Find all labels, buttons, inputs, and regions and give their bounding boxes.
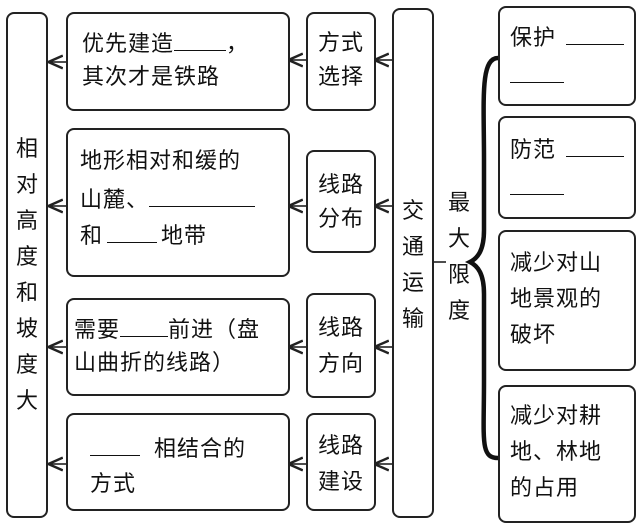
content-box-3: 需要前进（盘 山曲折的线路） (66, 298, 290, 396)
label-box-construction: 线路 建设 (306, 413, 376, 511)
label-box-method: 方式 选择 (306, 12, 376, 111)
label-construction-line-1: 线路 (318, 434, 365, 459)
left-title-box: 相对高度和坡度大 (6, 12, 48, 518)
label-box-distribution: 线路 分布 (306, 150, 376, 253)
content-1-line-1: 优先建造， (82, 26, 249, 63)
label-method-line-2: 选择 (318, 65, 365, 90)
blank (90, 431, 140, 456)
right-1-line-2 (510, 58, 564, 95)
blank (149, 182, 256, 207)
left-title: 相对高度和坡度大 (15, 137, 38, 414)
content-2-line-2: 山麓、 (80, 182, 256, 219)
center-title: 交通运输 (401, 199, 424, 332)
content-4-line-1: 相结合的 (90, 431, 246, 468)
right-3-line-3: 破坏 (510, 323, 557, 348)
center-title-box: 交通运输 (392, 8, 434, 518)
right-brace (464, 55, 501, 461)
blank (510, 170, 564, 195)
right-2-line-1: 防范 (510, 132, 625, 169)
blank (510, 58, 564, 83)
content-box-4: 相结合的 方式 (66, 413, 290, 511)
content-box-2: 地形相对和缓的 山麓、 和地带 (66, 128, 290, 277)
content-2-line-1: 地形相对和缓的 (80, 149, 242, 174)
right-4-line-1: 减少对耕 (510, 404, 603, 429)
content-4-line-2: 方式 (90, 472, 137, 497)
right-4-line-2: 地、林地 (510, 440, 603, 465)
blank (107, 218, 158, 243)
content-3-line-2: 山曲折的线路） (74, 351, 236, 376)
label-direction-line-2: 方向 (318, 352, 365, 377)
blank (566, 132, 625, 157)
right-box-landscape: 减少对山 地景观的 破坏 (498, 230, 636, 371)
right-4-line-3: 的占用 (510, 476, 580, 501)
content-2-line-3: 和地带 (80, 218, 207, 255)
blank (174, 26, 227, 51)
label-box-direction: 线路 方向 (306, 293, 376, 398)
right-3-line-1: 减少对山 (510, 251, 603, 276)
right-box-protect: 保护 (498, 6, 636, 106)
right-2-line-2 (510, 170, 564, 207)
label-construction-line-2: 建设 (318, 470, 365, 495)
blank (120, 312, 169, 337)
right-3-line-2: 地景观的 (510, 287, 603, 312)
label-distribution-line-1: 线路 (318, 173, 365, 198)
label-method-line-1: 方式 (318, 31, 365, 56)
blank (566, 20, 625, 45)
right-box-farmland: 减少对耕 地、林地 的占用 (498, 385, 636, 523)
content-1-line-2: 其次才是铁路 (82, 65, 221, 90)
right-box-prevent: 防范 (498, 116, 636, 219)
content-box-1: 优先建造， 其次才是铁路 (66, 12, 290, 111)
bracket-title: 最大限度 (447, 191, 470, 324)
right-1-line-1: 保护 (510, 20, 625, 57)
content-3-line-1: 需要前进（盘 (74, 312, 260, 349)
label-distribution-line-2: 分布 (318, 207, 365, 232)
label-direction-line-1: 线路 (318, 316, 365, 341)
